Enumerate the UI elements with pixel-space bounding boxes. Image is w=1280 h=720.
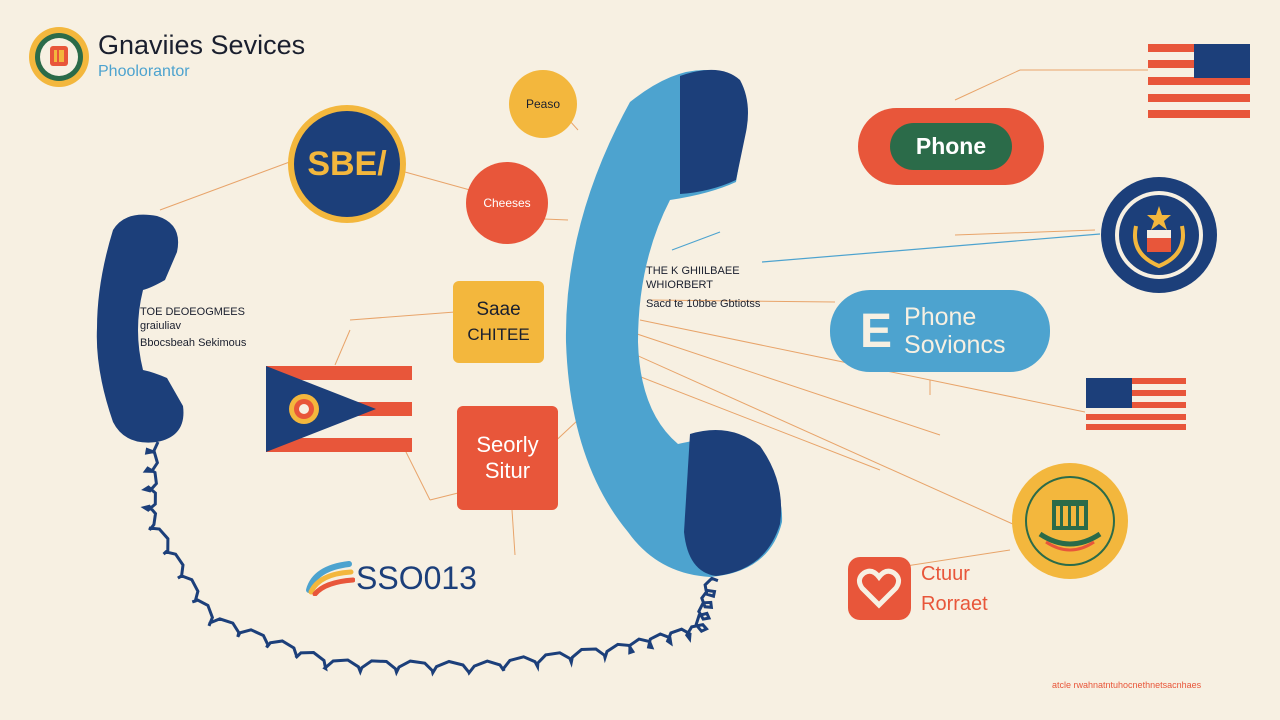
us-flag-icon: [1086, 378, 1186, 430]
peaso-badge-label: Peaso: [525, 97, 561, 111]
ctuur-line1: Ctuur: [921, 563, 970, 585]
left-text-line3: Bbocsbeah Sekimous: [140, 337, 247, 349]
peaso-badge: Peaso: [509, 70, 577, 138]
phone-services-pill: E Phone Sovioncs: [830, 290, 1050, 372]
seorly-card: Seorly Situr: [457, 406, 558, 510]
logo-text: SSO013: [356, 560, 477, 596]
phone-pill-inner: Phone: [889, 123, 1013, 170]
phone-services-line2: Sovioncs: [904, 331, 1006, 359]
phone-pill-label: Phone: [915, 133, 987, 159]
phone-services-line1: Phone: [904, 303, 977, 331]
phone-services-e: E: [860, 304, 893, 358]
sbe-badge: SBE/: [288, 105, 406, 223]
saae-card-line2: CHITEE: [467, 325, 530, 344]
center-text-line2: WHIORBERT: [646, 279, 714, 291]
saae-card: Saae CHITEE: [453, 281, 544, 363]
emblem-icon: [28, 26, 90, 88]
page-subtitle: Phoolorantor: [98, 63, 190, 80]
center-text-line3: Sacd te 10bbe Gbtiotss: [646, 298, 761, 310]
phone-pill: Phone: [858, 108, 1044, 185]
left-text-line1: TOE DEOEOGMEES: [140, 306, 245, 318]
flag-icon: [266, 366, 412, 452]
us-flag-icon: [1148, 44, 1250, 118]
cheeses-badge: Cheeses: [466, 162, 548, 244]
center-text-line1: THE K GHIILBAEE: [646, 265, 740, 277]
left-text-line2: graiuliav: [140, 320, 181, 332]
page-title: Gnaviies Sevices: [98, 30, 306, 60]
swoosh-logo-icon: [306, 561, 355, 596]
heart-icon: [848, 557, 911, 620]
seal-icon: [1101, 177, 1217, 293]
phone-icon: [565, 69, 783, 577]
sbe-badge-label: SBE/: [307, 144, 387, 183]
phone-icon: [96, 214, 184, 443]
seorly-card-line1: Seorly: [476, 432, 539, 457]
ctuur-line2: Rorraet: [921, 593, 988, 615]
seal-icon: [1012, 463, 1128, 579]
cheeses-badge-label: Cheeses: [483, 196, 531, 210]
phone-services-text: Phone Sovioncs: [904, 303, 1005, 359]
saae-card-line1: Saae: [476, 299, 521, 320]
seorly-card-line2: Situr: [484, 458, 531, 483]
footer-text: atcle rwahnatntuhocnethnetsacnhaes: [1052, 680, 1202, 690]
